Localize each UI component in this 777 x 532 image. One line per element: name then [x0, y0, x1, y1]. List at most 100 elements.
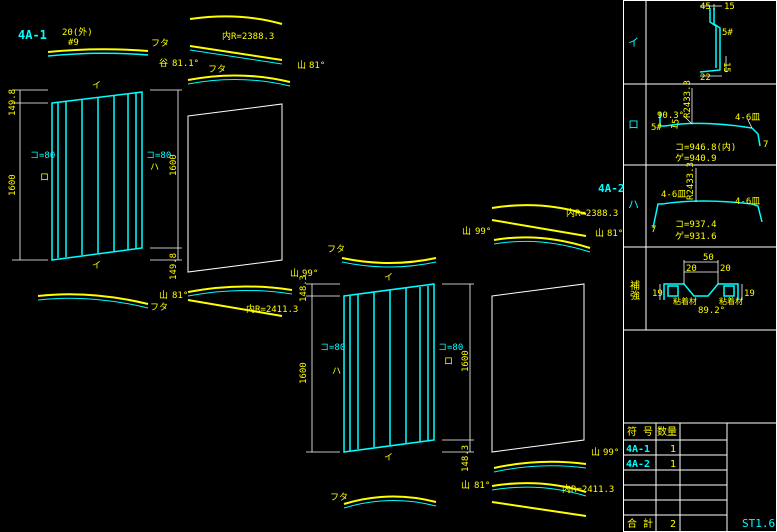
parts-row-qty: 1 [670, 444, 676, 455]
curved-profile [187, 285, 293, 293]
dim-r-inner: 内R=2411.3 [562, 483, 614, 495]
curved-profile [493, 240, 591, 253]
curved-profile [493, 460, 587, 469]
label-angle: 99° [302, 269, 318, 279]
label-mountain: 山 [297, 60, 306, 71]
dim-i-5: 5# [722, 28, 733, 38]
label-mountain: 山 [595, 228, 604, 239]
parts-header-qty: 数量 [657, 425, 677, 438]
panel-front [343, 283, 435, 453]
label-angle: 81° [474, 481, 490, 491]
curved-profile [187, 299, 283, 317]
dim-offset: 149.8 [8, 89, 18, 116]
label-mountain: 山 [462, 226, 471, 237]
dim-i-15a: 15 [724, 2, 735, 12]
label-ha: ハ [150, 163, 159, 173]
parts-header-code: 符 号 [627, 425, 653, 438]
dim-lines [12, 89, 182, 261]
label-ha: ハ [332, 367, 341, 377]
profile-ro-leaders [683, 88, 753, 129]
dim-a1-top: 20(外) [62, 26, 93, 38]
label-angle: 99° [603, 448, 619, 458]
assembly-title: 4A-1 [18, 28, 47, 42]
label-i: イ [384, 453, 393, 463]
profile-ni-dims [659, 260, 743, 300]
curved-profile [491, 501, 587, 517]
dim-ni-20b: 20 [720, 264, 731, 274]
curved-profile [341, 261, 437, 268]
parts-table-frame [623, 422, 777, 532]
curved-profile [491, 486, 587, 497]
label-mountain: 山 [591, 447, 600, 458]
dim-ha-7: 7 [651, 225, 656, 235]
dim-i-22: 22 [700, 73, 711, 83]
label-ro: ロ [40, 173, 49, 183]
curved-profile [341, 257, 437, 264]
dim-ni-50: 50 [703, 253, 714, 263]
curved-profile [491, 204, 587, 215]
section-label-ha: ハ [628, 198, 639, 211]
label-mountain: 山 [461, 480, 470, 491]
label-angle: 81.1° [172, 59, 199, 69]
curved-profile [47, 52, 149, 57]
label-channel: コ=80 [30, 151, 55, 161]
dim-ni-ang: 89.2° [698, 306, 725, 316]
label-futa: フタ [330, 492, 348, 503]
parts-row-qty: 1 [670, 459, 676, 470]
dim-height: 1600 [299, 362, 309, 384]
curved-profile [493, 236, 591, 249]
dim-height: 1600 [461, 350, 471, 372]
label-valley: 谷 [159, 58, 168, 69]
curved-profile [187, 289, 293, 297]
dim-r-inner: 内R=2388.3 [566, 207, 618, 219]
dim-offset: 148.3 [299, 275, 309, 302]
profile-ro [659, 112, 761, 147]
dim-ro-5: 5# [651, 123, 662, 133]
dim-ni-tape-r: 粘着材 [719, 296, 743, 306]
curved-profile [343, 495, 437, 505]
label-i: イ [384, 273, 393, 283]
dim-ha-r: R2433.3 [686, 162, 696, 200]
dim-ha-ko: コ=937.4 [675, 220, 717, 230]
dim-r-inner: 内R=2388.3 [222, 30, 274, 42]
dim-a1-num: #9 [68, 38, 79, 48]
sheet-id: ST1.6 [742, 517, 775, 530]
dim-ro-7: 7 [763, 140, 768, 150]
parts-total-label: 合 計 [627, 517, 653, 530]
dim-ni-20a: 20 [686, 264, 697, 274]
dim-ni-tape-l: 粘着材 [673, 296, 697, 306]
dim-ha-hole-r: 4-6皿 [735, 197, 760, 207]
curved-profile [189, 45, 283, 61]
dim-ro-hole: 4-6皿 [735, 113, 760, 123]
section-label-ro: ロ [628, 118, 639, 131]
panel-back [187, 103, 283, 273]
profile-ni [663, 283, 739, 300]
section-label-i: イ [628, 36, 639, 49]
dim-ro-ge: ゲ=940.9 [675, 152, 717, 164]
label-angle: 81° [309, 61, 325, 71]
curved-profile [491, 482, 587, 493]
parts-total-qty: 2 [670, 519, 676, 530]
dim-ro-r: R2433.3 [683, 80, 693, 118]
panel-back [491, 283, 585, 453]
panel-front [51, 91, 143, 261]
label-futa: フタ [327, 244, 345, 255]
label-mountain: 山 [290, 268, 299, 279]
label-futa: フタ [150, 302, 168, 313]
label-angle: 81° [607, 229, 623, 239]
dim-offset: 149.8 [169, 253, 179, 280]
curved-profile [491, 219, 587, 237]
dim-height: 1600 [169, 154, 179, 176]
label-channel: コ=80 [438, 343, 463, 353]
label-i: イ [92, 261, 101, 271]
label-ro: ロ [444, 357, 453, 367]
label-channel: コ=80 [146, 151, 171, 161]
dim-ha-ge: ゲ=931.6 [675, 230, 717, 242]
profile-ha [652, 200, 763, 229]
dim-ro-15: 15 [670, 118, 682, 130]
dim-r-inner: 内R=2411.3 [246, 303, 298, 315]
curved-profile [493, 465, 587, 473]
dim-offset: 148.3 [461, 445, 471, 472]
assembly-title: 4A-2 [598, 182, 625, 195]
